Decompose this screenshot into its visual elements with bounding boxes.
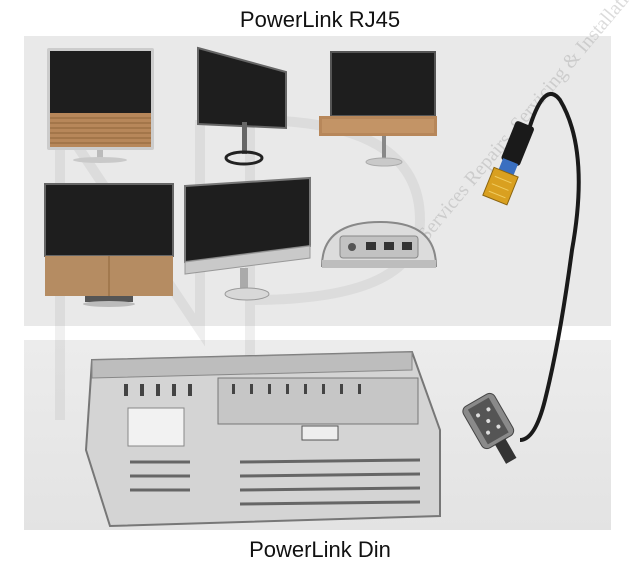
tv-icon — [47, 48, 154, 163]
bottom-title: PowerLink Din — [249, 537, 391, 562]
din-plug-icon — [462, 392, 517, 464]
monitor-icon — [184, 176, 311, 301]
chassis-icon — [84, 350, 441, 528]
tv-icon — [44, 183, 174, 307]
rj45-plug-icon — [482, 121, 534, 206]
top-title: PowerLink RJ45 — [239, 7, 401, 32]
tv-icon — [319, 51, 437, 167]
monitor-icon — [197, 46, 287, 166]
speaker-hub-icon — [320, 220, 438, 268]
cable — [519, 92, 581, 442]
